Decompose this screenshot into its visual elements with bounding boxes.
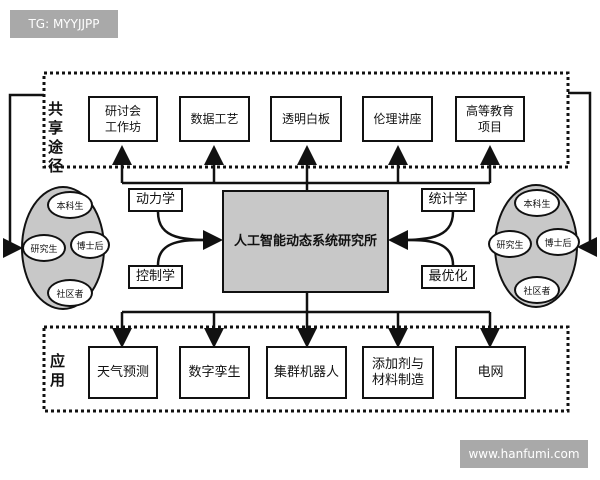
apply-dashed-frame	[42, 325, 570, 413]
watermark-bottom: www.hanfumi.com	[460, 440, 588, 468]
people-oval: 本科生	[47, 191, 93, 219]
people-oval: 博士后	[70, 231, 110, 259]
input-optimization: 最优化	[421, 265, 475, 289]
watermark-top: TG: MYYJJPP	[10, 10, 118, 38]
share-item: 数据工艺	[179, 96, 250, 142]
input-control: 控制学	[128, 265, 183, 289]
apply-item: 天气预测	[88, 346, 158, 399]
apply-item: 集群机器人	[266, 346, 347, 399]
people-oval: 本科生	[514, 189, 560, 217]
people-oval: 博士后	[536, 228, 580, 256]
input-dynamics: 动力学	[128, 188, 183, 212]
share-label: 共享途径	[48, 100, 64, 175]
people-oval: 研究生	[22, 234, 66, 262]
people-oval: 研究生	[488, 230, 532, 258]
people-oval: 社区者	[514, 276, 560, 304]
share-item: 高等教育 项目	[455, 96, 525, 142]
share-item: 透明白板	[270, 96, 342, 142]
share-item: 伦理讲座	[362, 96, 433, 142]
center-institute: 人工智能动态系统研究所	[222, 190, 389, 293]
share-dashed-frame	[42, 71, 570, 169]
share-item: 研讨会 工作坊	[88, 96, 158, 142]
apply-item: 添加剂与 材料制造	[362, 346, 434, 399]
people-oval: 社区者	[47, 279, 93, 307]
apply-item: 数字孪生	[179, 346, 250, 399]
apply-item: 电网	[455, 346, 526, 399]
apply-label: 应用	[50, 352, 66, 389]
input-statistics: 统计学	[421, 188, 475, 212]
